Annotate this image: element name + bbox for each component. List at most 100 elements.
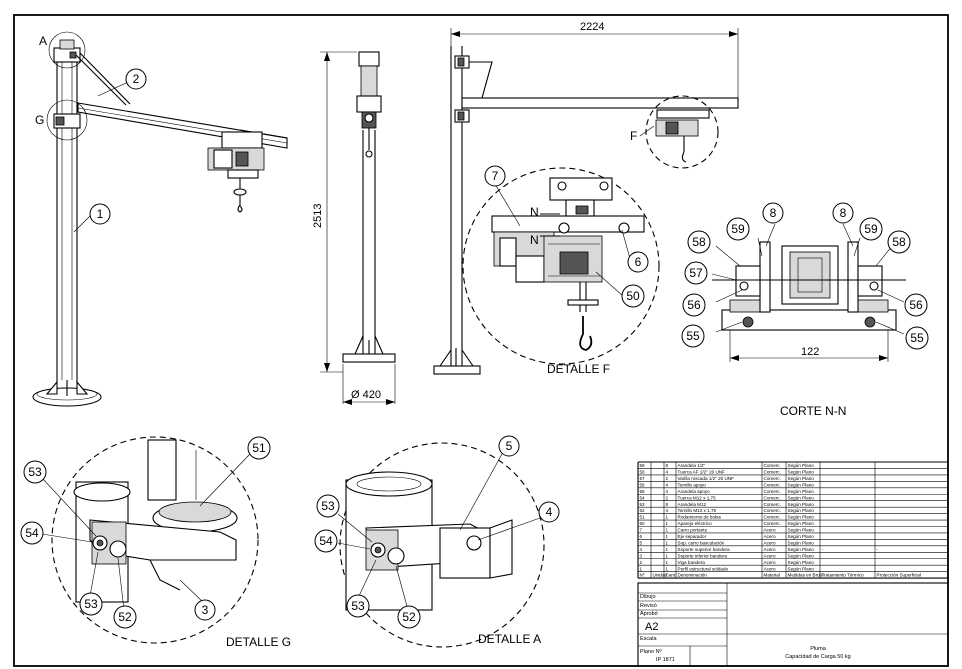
side-view: 2513 Ø 420 [312, 51, 396, 405]
balloon-7: 7 [484, 165, 506, 187]
balloon-52-g: 52 [113, 605, 137, 629]
bom-header: Unidad [653, 573, 668, 578]
bom-cell: - [877, 547, 879, 552]
balloon-57: 57 [684, 261, 708, 285]
escala-label: Escala [640, 636, 657, 642]
bom-cell: Eje separador [678, 534, 707, 539]
bom-cell: 52 [640, 508, 646, 513]
bom-cell: 50 [640, 521, 646, 526]
bom-cell: Según Plano [788, 495, 815, 500]
detail-g: DETALLE G [51, 436, 291, 649]
svg-text:56: 56 [909, 298, 923, 312]
balloons: 1 2 7 6 50 59 8 8 59 58 58 57 56 56 55 5… [20, 68, 929, 629]
callout-f: F [630, 129, 637, 143]
bom-cell: 58 [640, 470, 646, 475]
svg-text:59: 59 [731, 222, 745, 236]
svg-text:55: 55 [686, 329, 700, 343]
svg-text:3: 3 [202, 603, 209, 617]
balloon-55-left: 55 [681, 324, 705, 348]
bom-cell: 1 [666, 547, 669, 552]
bom-cell: Comerc. [764, 482, 781, 487]
title-block: Dibujo Revisó Aprobó A2 Escala Plano Nº … [637, 582, 949, 667]
bom-cell: 1 [666, 540, 669, 545]
drawing-frame [13, 14, 949, 667]
balloon-59-left: 59 [726, 217, 750, 241]
bom-cell: 8 [666, 502, 669, 507]
base-diameter-dimension: Ø 420 [351, 389, 381, 401]
balloon-54-a: 54 [314, 529, 338, 553]
bom-cell: Arandela M12 [678, 502, 707, 507]
bom-cell: Según Plano [788, 560, 815, 565]
bom-cell: Carro portante [678, 528, 708, 533]
svg-text:1: 1 [97, 207, 104, 221]
bom-cell: Comerc. [764, 521, 781, 526]
revisado-label: Revisó [640, 603, 657, 609]
aprobado-label: Aprobó [640, 611, 658, 617]
detail-a: DETALLE A [339, 442, 545, 648]
bom-cell: Arandela 1/2" [678, 463, 706, 468]
svg-text:52: 52 [402, 610, 416, 624]
bom-cell: 57 [640, 476, 646, 481]
plano-label: Plano Nº [640, 648, 662, 655]
svg-text:58: 58 [692, 235, 706, 249]
svg-text:8: 8 [770, 206, 777, 220]
bom-cell: Según Plano [788, 534, 815, 539]
bom-cell: Acero [764, 540, 776, 545]
svg-text:7: 7 [492, 169, 499, 183]
bom-cell: 55 [640, 489, 646, 494]
bom-cell: Según Plano [788, 547, 815, 552]
svg-text:5: 5 [506, 439, 513, 453]
balloon-8-right: 8 [832, 202, 854, 224]
balloon-56-right: 56 [904, 293, 928, 317]
bom-header: Nº [640, 573, 645, 578]
svg-text:54: 54 [319, 534, 333, 548]
bom-header: Tratamiento Térmico [822, 573, 865, 578]
callout-a: A [39, 34, 47, 48]
balloon-53-g-top: 53 [23, 460, 47, 484]
balloon-55-right: 55 [905, 326, 929, 350]
bom-header: Cant. [666, 573, 677, 578]
bom-cell: 4 [666, 489, 669, 494]
svg-text:4: 4 [546, 505, 553, 519]
drawing-title: Pluma [810, 646, 827, 652]
svg-text:50: 50 [626, 289, 640, 303]
bom-cell: Acero [764, 553, 776, 558]
bom-cell: Según Plano [788, 476, 815, 481]
svg-text:58: 58 [892, 235, 906, 249]
boom-length-dimension: 2224 [580, 21, 604, 33]
balloon-51: 51 [247, 436, 271, 460]
dibujo-label: Dibujo [640, 594, 656, 600]
bom-cell: 5 [640, 540, 643, 545]
bom-cell: 1 [640, 566, 643, 571]
bom-cell: 4 [666, 470, 669, 475]
bom-cell: Tuerca M12 x 1,75 [678, 495, 717, 500]
bom-cell: 51 [640, 515, 646, 520]
svg-text:52: 52 [118, 610, 132, 624]
callout-g: G [35, 113, 44, 127]
bom-cell: Según Plano [788, 470, 815, 475]
svg-text:53: 53 [321, 499, 335, 513]
drawing-subtitle: Capacidad de Carga 50 kg [785, 654, 850, 660]
bom-cell: Sop. carro basculación [678, 540, 725, 545]
bom-cell: Soporte superior bandera [678, 547, 731, 552]
bom-cell: 2 [666, 476, 669, 481]
bom-cell: 1 [666, 528, 669, 533]
detail-f: N N DETALLE F [462, 167, 660, 376]
bom-cell: 4 [666, 508, 669, 513]
balloon-4: 4 [538, 501, 560, 523]
bom-cell: Aparejo eléctrico [678, 521, 713, 526]
bom-cell: Arandela apoyo [678, 489, 711, 494]
bom-cell: Comerc. [764, 515, 781, 520]
bom-cell: - [822, 547, 824, 552]
svg-text:53: 53 [84, 597, 98, 611]
bom-cell: Comerc. [764, 508, 781, 513]
balloon-53-a-bottom: 53 [346, 594, 370, 618]
bom-cell: Soporte inferior bandera [678, 553, 728, 558]
bom-cell: Tuerca AF 1/2" 20 UNF [678, 470, 726, 475]
svg-text:59: 59 [864, 222, 878, 236]
svg-text:8: 8 [840, 206, 847, 220]
bom-cell: Perfil estructural soldado [678, 566, 729, 571]
detail-a-label: DETALLE A [478, 632, 541, 646]
bom-cell: Comerc. [764, 495, 781, 500]
